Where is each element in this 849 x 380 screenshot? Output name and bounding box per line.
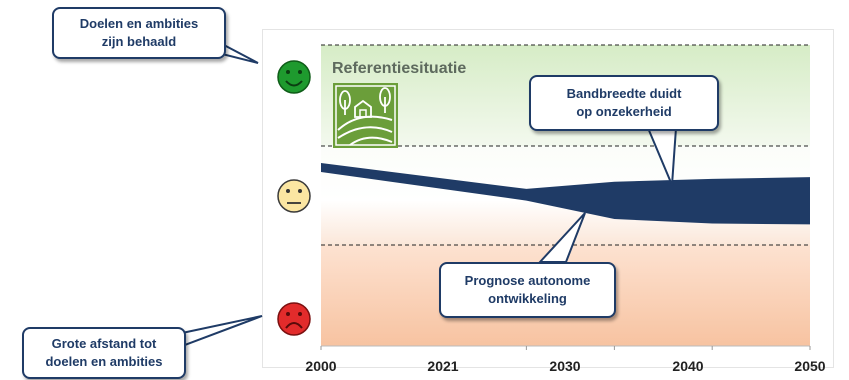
happy-face-icon bbox=[277, 60, 311, 94]
callout-line: Grote afstand tot bbox=[51, 336, 157, 351]
reference-label: Referentiesituatie bbox=[332, 60, 467, 77]
neutral-face-icon bbox=[277, 179, 311, 213]
callout-line: doelen en ambities bbox=[45, 354, 163, 369]
x-tick-label: 2000 bbox=[305, 358, 337, 374]
callout-line: zijn behaald bbox=[101, 34, 177, 49]
callout-large-distance: Grote afstand tot doelen en ambities bbox=[22, 327, 186, 379]
callout-goals-achieved: Doelen en ambities zijn behaald bbox=[52, 7, 226, 59]
sad-face-icon bbox=[277, 302, 311, 336]
callout-line: Doelen en ambities bbox=[79, 16, 199, 31]
x-tick-label: 2040 bbox=[672, 358, 704, 374]
x-tick-label: 2030 bbox=[549, 358, 581, 374]
callout-pointer-top-left bbox=[221, 42, 259, 64]
callout-line: ontwikkeling bbox=[488, 291, 567, 306]
callout-line: op onzekerheid bbox=[576, 104, 672, 119]
x-tick-label: 2050 bbox=[794, 358, 826, 374]
callout-band-uncertainty: Bandbreedte duidt op onzekerheid bbox=[529, 75, 719, 131]
callout-line: Bandbreedte duidt bbox=[566, 86, 682, 101]
uncertainty-band bbox=[321, 163, 810, 225]
callout-line: Prognose autonome bbox=[464, 273, 591, 288]
callout-pointer-bottom-left bbox=[181, 315, 263, 348]
farm-landscape-icon bbox=[333, 83, 398, 148]
callout-prognosis: Prognose autonome ontwikkeling bbox=[439, 262, 616, 318]
x-tick-label: 2021 bbox=[427, 358, 459, 374]
